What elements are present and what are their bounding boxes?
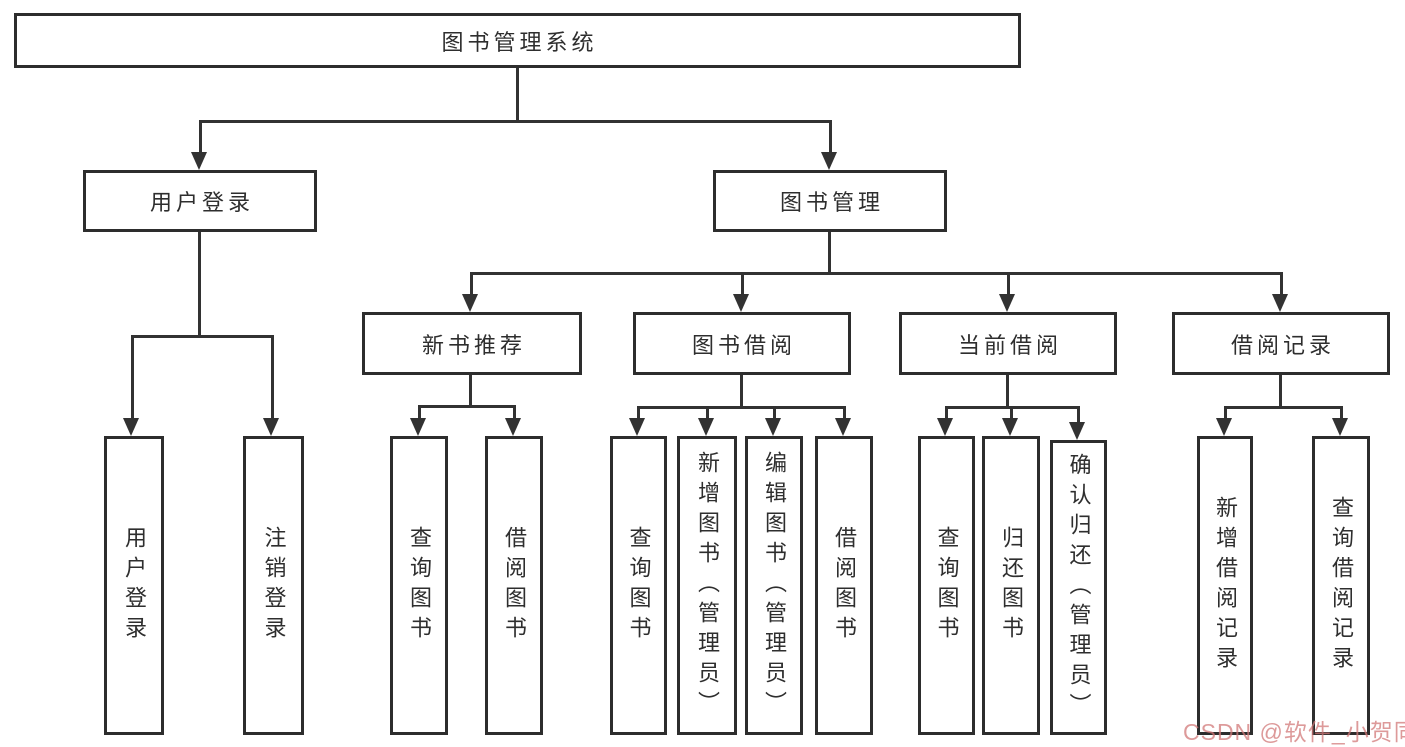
connector-line — [1007, 272, 1010, 296]
arrow-down-icon — [263, 418, 279, 436]
node-label: 图书借阅 — [691, 332, 796, 358]
arrow-down-icon — [999, 294, 1015, 312]
node-label: 当前借阅 — [957, 332, 1062, 358]
connector-line — [418, 405, 421, 420]
connector-line — [1006, 375, 1009, 409]
arrow-down-icon — [1002, 418, 1018, 436]
node-current-borrowing: 当前借阅 — [899, 312, 1117, 375]
connector-line — [740, 375, 743, 409]
connector-line — [469, 375, 472, 408]
connector-line — [843, 406, 846, 420]
connector-line — [199, 120, 832, 123]
leaf-add-borrow-record: 新增借阅记录 — [1197, 436, 1253, 735]
connector-line — [828, 232, 831, 275]
arrow-down-icon — [765, 418, 781, 436]
arrow-down-icon — [821, 152, 837, 170]
leaf-query-books-current: 查询图书 — [918, 436, 975, 735]
connector-line — [1280, 272, 1283, 296]
leaf-add-books-admin: 新增图书（管理员） — [677, 436, 737, 735]
node-label: 图书管理系统 — [441, 29, 598, 55]
arrow-down-icon — [1069, 422, 1085, 440]
leaf-logout: 注销登录 — [243, 436, 304, 735]
connector-line — [1224, 406, 1227, 420]
connector-line — [637, 406, 846, 409]
leaf-query-borrow-record: 查询借阅记录 — [1312, 436, 1370, 735]
connector-line — [1340, 406, 1343, 420]
leaf-label: 查询图书 — [407, 525, 432, 646]
leaf-label: 归还图书 — [999, 525, 1024, 646]
arrow-down-icon — [191, 152, 207, 170]
arrow-down-icon — [698, 418, 714, 436]
leaf-user-login: 用户登录 — [104, 436, 164, 735]
connector-line — [513, 405, 516, 420]
node-root-library-management-system: 图书管理系统 — [14, 13, 1021, 68]
arrow-down-icon — [835, 418, 851, 436]
leaf-return-books: 归还图书 — [982, 436, 1040, 735]
leaf-confirm-return-admin: 确认归还（管理员） — [1050, 440, 1107, 735]
leaf-label: 查询图书 — [626, 525, 652, 646]
connector-line — [945, 406, 948, 420]
leaf-label: 借阅图书 — [502, 525, 527, 646]
node-user-login: 用户登录 — [83, 170, 317, 232]
arrow-down-icon — [505, 418, 521, 436]
connector-line — [131, 335, 134, 420]
connector-line — [741, 272, 744, 296]
arrow-down-icon — [1332, 418, 1348, 436]
leaf-label: 查询借阅记录 — [1329, 495, 1354, 676]
arrow-down-icon — [937, 418, 953, 436]
node-book-management: 图书管理 — [713, 170, 947, 232]
connector-line — [1224, 406, 1343, 409]
connector-line — [829, 120, 832, 154]
node-label: 新书推荐 — [421, 332, 526, 358]
arrow-down-icon — [629, 418, 645, 436]
connector-line — [199, 120, 202, 154]
watermark: CSDN @软件_小贺同学 — [1183, 719, 1405, 745]
arrow-down-icon — [1272, 294, 1288, 312]
node-borrowing-records: 借阅记录 — [1172, 312, 1390, 375]
connector-line — [271, 335, 274, 420]
arrow-down-icon — [123, 418, 139, 436]
leaf-label: 编辑图书（管理员） — [762, 450, 787, 721]
arrow-down-icon — [410, 418, 426, 436]
connector-line — [1077, 406, 1080, 424]
connector-line — [1010, 406, 1013, 420]
leaf-borrow-books-recommend: 借阅图书 — [485, 436, 543, 735]
leaf-label: 新增图书（管理员） — [695, 450, 720, 721]
connector-line — [418, 405, 516, 408]
node-label: 用户登录 — [149, 190, 254, 215]
node-label: 图书管理 — [779, 190, 884, 215]
connector-line — [470, 272, 473, 296]
node-label: 借阅记录 — [1230, 332, 1335, 358]
connector-line — [1279, 375, 1282, 409]
leaf-borrow-books: 借阅图书 — [815, 436, 873, 735]
leaf-query-books-borrow: 查询图书 — [610, 436, 667, 735]
arrow-down-icon — [462, 294, 478, 312]
connector-line — [131, 335, 274, 338]
leaf-edit-books-admin: 编辑图书（管理员） — [745, 436, 803, 735]
node-book-borrowing: 图书借阅 — [633, 312, 851, 375]
leaf-label: 确认归还（管理员） — [1066, 452, 1092, 723]
connector-line — [637, 406, 640, 420]
leaf-label: 注销登录 — [261, 525, 287, 646]
leaf-label: 新增借阅记录 — [1213, 495, 1238, 676]
leaf-label: 查询图书 — [934, 525, 960, 646]
leaf-label: 借阅图书 — [832, 525, 857, 646]
connector-line — [706, 406, 709, 420]
connector-line — [470, 272, 1283, 275]
leaf-query-books-recommend: 查询图书 — [390, 436, 448, 735]
connector-line — [773, 406, 776, 420]
arrow-down-icon — [733, 294, 749, 312]
arrow-down-icon — [1216, 418, 1232, 436]
leaf-label: 用户登录 — [122, 525, 147, 646]
connector-line — [516, 68, 519, 121]
connector-line — [198, 232, 201, 338]
node-new-book-recommendation: 新书推荐 — [362, 312, 582, 375]
